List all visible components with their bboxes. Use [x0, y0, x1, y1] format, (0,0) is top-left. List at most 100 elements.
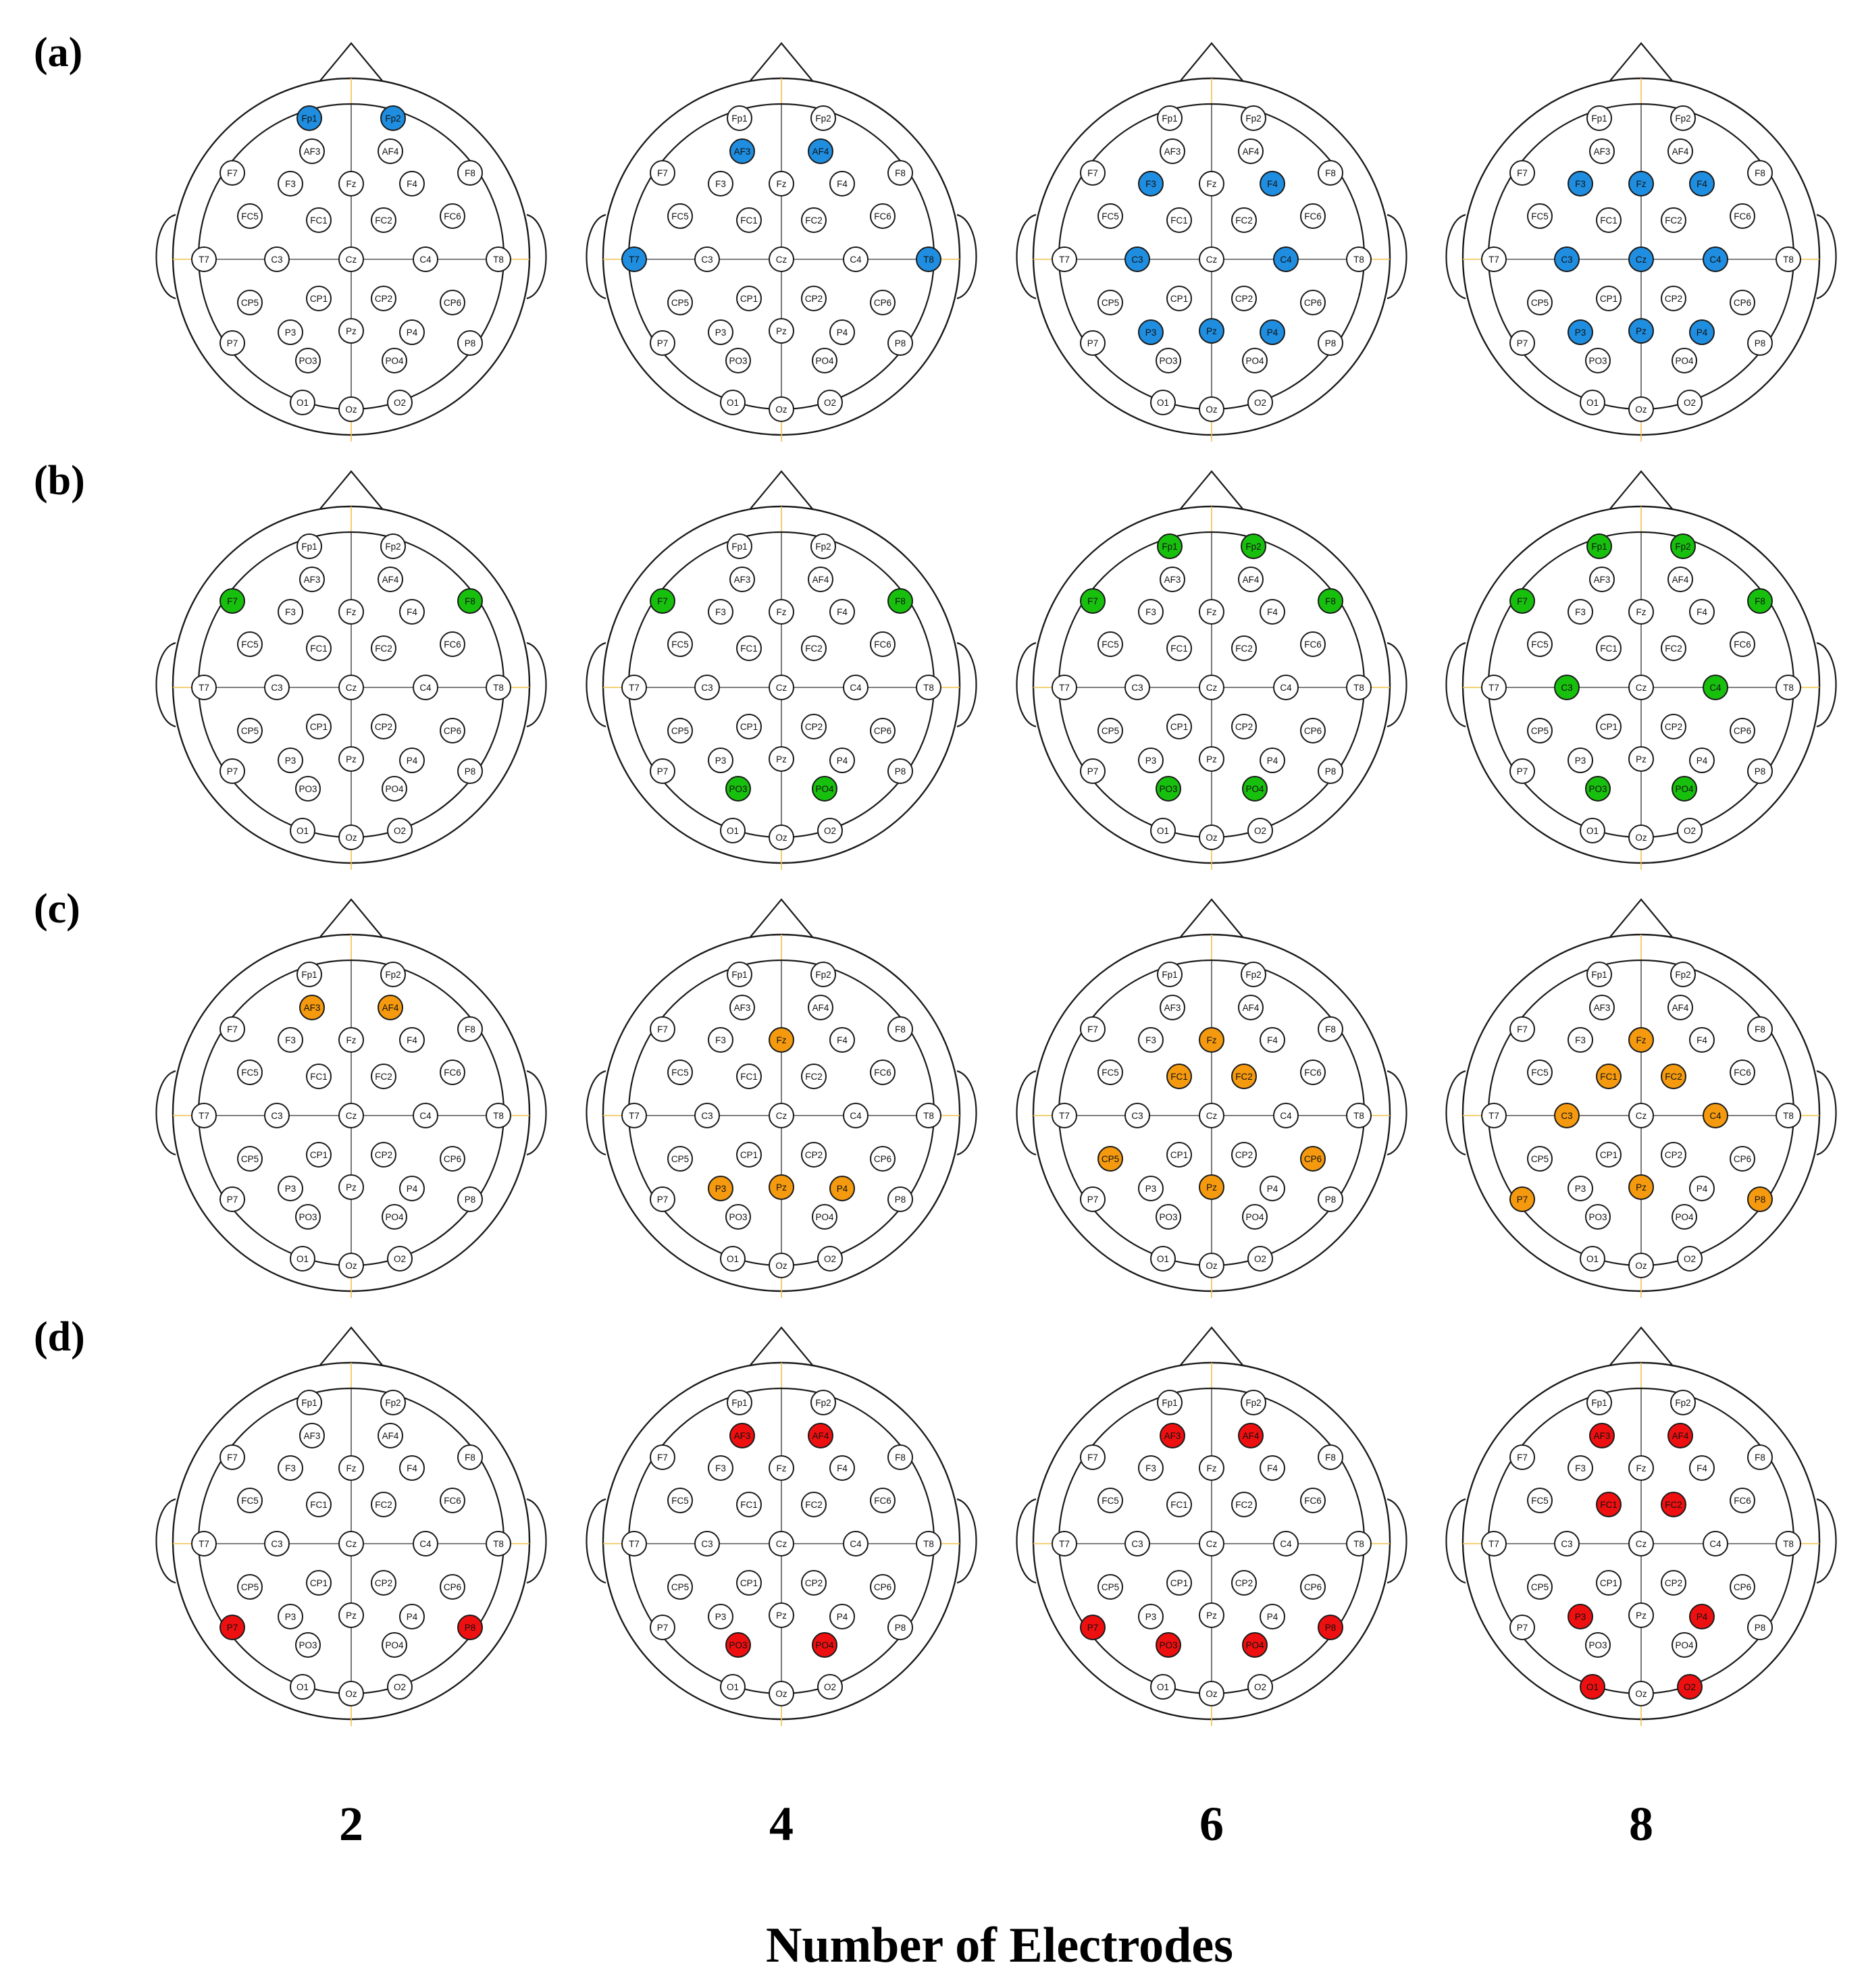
electrode-t8: T8 [916, 675, 941, 700]
electrode-marker [1080, 1615, 1106, 1640]
electrode-f8: F8 [887, 1444, 913, 1470]
electrode-marker [237, 1574, 263, 1600]
electrode-label: CP2 [1235, 722, 1253, 732]
electrode-cz: Cz [338, 675, 364, 700]
electrode-p3: P3 [1568, 1176, 1593, 1201]
electrode-fp1: Fp1 [727, 105, 752, 131]
electrode-o2: O2 [1677, 390, 1703, 415]
electrode-label: P8 [465, 1623, 476, 1633]
electrode-marker [1150, 1246, 1176, 1272]
electrode-label: Fp1 [731, 113, 747, 124]
electrode-label: P7 [657, 766, 669, 777]
electrode-p3: P3 [708, 748, 733, 773]
electrode-label: FC5 [671, 639, 689, 650]
electrode-o1: O1 [1150, 818, 1176, 843]
electrode-label: Oz [775, 1261, 787, 1271]
electrode-cp6: CP6 [440, 290, 465, 315]
electrode-marker [1672, 1632, 1697, 1658]
electrode-label: AF3 [1164, 575, 1181, 585]
electrode-f7: F7 [1080, 160, 1106, 186]
electrode-cp1: CP1 [1596, 714, 1622, 739]
electrode-label: Fz [346, 179, 357, 189]
electrode-marker [769, 1531, 794, 1557]
electrode-marker [387, 818, 413, 843]
electrode-pz: Pz [1199, 746, 1224, 772]
electrode-p4: P4 [399, 319, 425, 345]
electrode-marker [870, 1574, 896, 1600]
electrode-p8: P8 [887, 1615, 913, 1640]
electrode-marker [1580, 1674, 1605, 1700]
electrode-label: P8 [465, 766, 476, 777]
electrode-af4: AF4 [378, 138, 403, 164]
electrode-label: P3 [715, 328, 727, 338]
electrode-marker [338, 825, 364, 850]
electrode-marker [727, 962, 752, 987]
electrode-marker [1586, 962, 1612, 987]
electrode-label: F4 [837, 607, 848, 617]
electrode-po3: PO3 [1585, 1632, 1611, 1658]
electrode-label: AF3 [1594, 1431, 1611, 1441]
electrode-label: CP5 [671, 298, 689, 308]
electrode-marker [1586, 1390, 1612, 1415]
electrode-marker [1527, 1146, 1553, 1172]
electrode-fp2: Fp2 [1670, 105, 1696, 131]
electrode-marker [736, 207, 762, 233]
electrode-marker [1596, 1064, 1622, 1089]
electrode-label: Fz [777, 179, 787, 189]
electrode-label: CP2 [805, 722, 823, 732]
electrode-label: O1 [296, 1682, 309, 1692]
electrode-label: Pz [776, 1611, 787, 1621]
electrode-cz: Cz [769, 675, 794, 700]
electrode-p4: P4 [1260, 1176, 1285, 1201]
electrode-marker [1481, 246, 1507, 272]
electrode-marker [708, 1604, 733, 1629]
electrode-oz: Oz [1628, 1253, 1654, 1278]
electrode-marker [887, 1444, 913, 1470]
electrode-cp2: CP2 [801, 1142, 827, 1168]
column-label-4: 4 [769, 1797, 794, 1851]
electrode-label: CP6 [1734, 1582, 1751, 1592]
electrode-label: Fp2 [815, 970, 831, 980]
electrode-cz: Cz [769, 246, 794, 272]
electrode-marker [1568, 748, 1593, 773]
electrode-label: Cz [1206, 255, 1218, 265]
electrode-marker [1568, 171, 1593, 197]
electrode-label: O1 [1586, 826, 1599, 836]
electrode-label: P8 [895, 766, 906, 777]
electrode-t8: T8 [1776, 1103, 1801, 1128]
electrode-cp6-selected: CP6 [1300, 1146, 1326, 1172]
electrode-af3: AF3 [299, 567, 325, 592]
electrode-marker [457, 1186, 483, 1212]
electrode-marker [1156, 1632, 1181, 1658]
electrode-label: Pz [1206, 1182, 1217, 1193]
electrode-label: P8 [1325, 1195, 1337, 1205]
electrode-p4: P4 [399, 748, 425, 773]
electrode-marker [650, 1444, 675, 1470]
electrode-marker [1677, 818, 1703, 843]
electrode-label: FC1 [740, 215, 758, 226]
electrode-p4-selected: P4 [829, 1176, 855, 1201]
electrode-marker [295, 1632, 321, 1658]
electrode-fc2: FC2 [1231, 635, 1257, 661]
electrode-marker [1776, 675, 1801, 700]
electrode-o1: O1 [720, 1674, 746, 1700]
electrode-label: F3 [285, 179, 296, 189]
electrode-label: T8 [923, 1111, 934, 1121]
electrode-marker [694, 1531, 720, 1557]
electrode-label: Cz [776, 255, 787, 265]
electrode-label: C4 [419, 683, 432, 693]
electrode-t8: T8 [486, 246, 511, 272]
electrode-marker [1199, 746, 1224, 772]
electrode-marker [237, 1146, 263, 1172]
electrode-t7: T7 [1052, 1531, 1077, 1557]
electrode-c4: C4 [1273, 1531, 1299, 1557]
electrode-marker [1166, 207, 1192, 233]
electrode-marker [1776, 246, 1801, 272]
electrode-marker [1260, 1176, 1285, 1201]
electrode-label: P4 [1697, 1184, 1708, 1194]
electrode-po3-selected: PO3 [1156, 1632, 1181, 1658]
electrode-fp1: Fp1 [1586, 962, 1612, 987]
